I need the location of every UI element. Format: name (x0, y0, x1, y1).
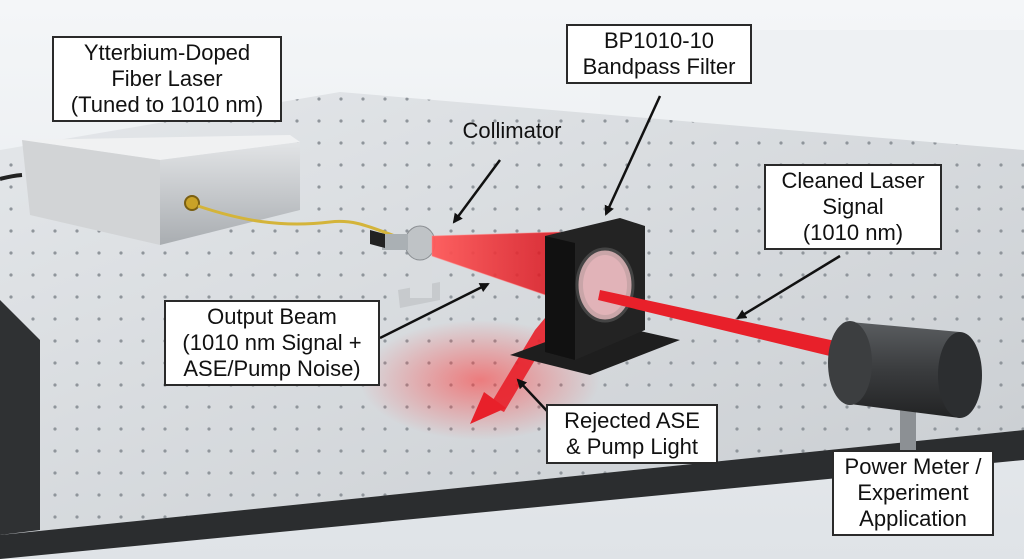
rejected-light-label: Rejected ASE & Pump Light (546, 404, 718, 464)
output-beam-label: Output Beam (1010 nm Signal + ASE/Pump N… (164, 300, 380, 386)
table-leg (0, 300, 40, 535)
filter-label: BP1010-10 Bandpass Filter (566, 24, 752, 84)
cleaned-signal-label: Cleaned Laser Signal (1010 nm) (764, 164, 942, 250)
power-meter-label: Power Meter / Experiment Application (832, 450, 994, 536)
laser-label: Ytterbium-Doped Fiber Laser (Tuned to 10… (52, 36, 282, 122)
collimator-label: Collimator (452, 118, 572, 144)
